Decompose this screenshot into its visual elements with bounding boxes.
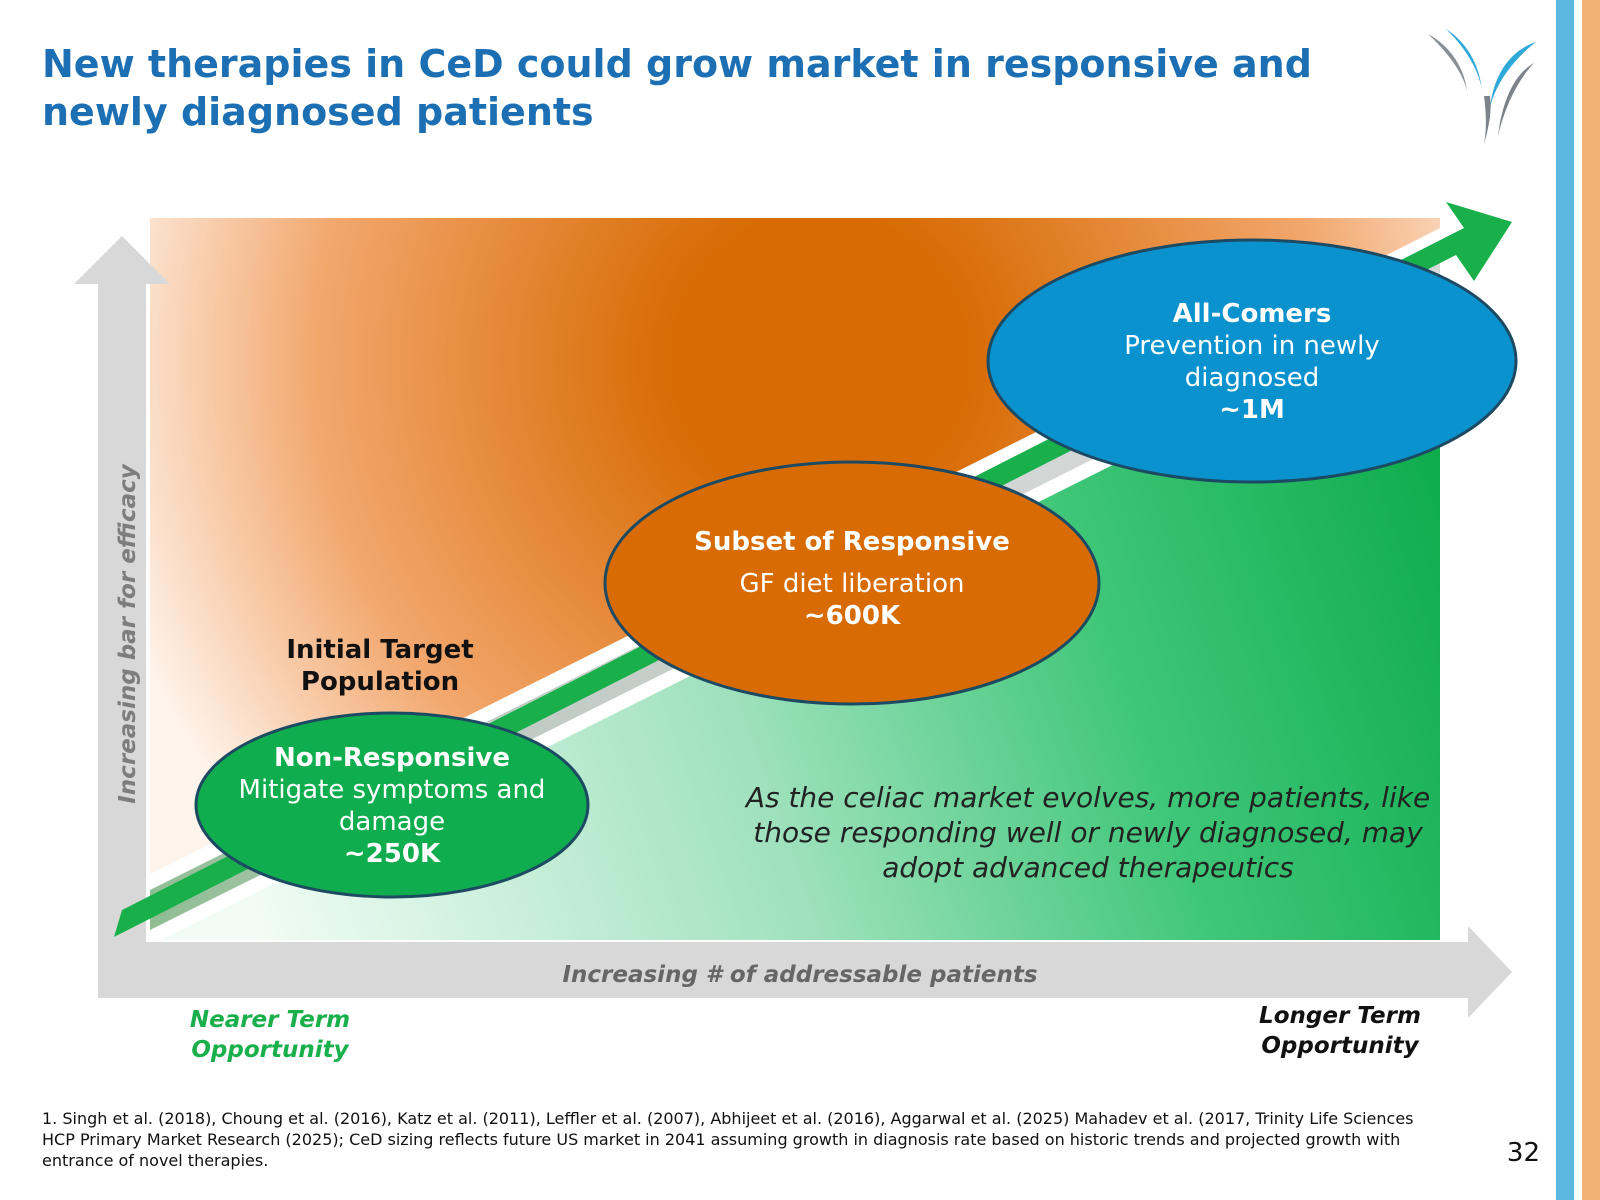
all-comers-text: All-Comers Prevention in newly diagnosed…	[1117, 298, 1387, 426]
x-axis-arrow	[98, 926, 1512, 1018]
side-decoration-stripes	[1556, 0, 1600, 1200]
segment-value: ~250K	[343, 839, 441, 869]
segment-title: Subset of Responsive	[694, 527, 1010, 557]
initial-target-label: Initial Target Population	[286, 635, 474, 697]
y-axis-arrow	[74, 236, 170, 984]
segment-subtitle: GF diet liberation	[739, 569, 965, 599]
nearer-term-label: Nearer Term Opportunity	[189, 1007, 351, 1063]
segment-subtitle: Prevention in newly diagnosed	[1124, 331, 1380, 393]
segment-title: All-Comers	[1172, 299, 1332, 329]
all-comers-segment	[986, 238, 1518, 484]
segment-subtitle: Mitigate symptoms and damage	[238, 775, 546, 837]
non-responsive-text: Non-Responsive Mitigate symptoms and dam…	[222, 742, 562, 870]
x-axis-label: Increasing # of addressable patients	[562, 962, 1038, 988]
subset-responsive-text: Subset of Responsive GF diet liberation …	[652, 526, 1052, 632]
page-title: New therapies in CeD could grow market i…	[42, 42, 1312, 134]
longer-term-label: Longer Term Opportunity	[1259, 1003, 1421, 1059]
side-stripe-gap	[1574, 0, 1582, 1200]
y-axis-label: Increasing bar for efficacy	[115, 464, 141, 804]
side-stripe-orange	[1582, 0, 1600, 1200]
segment-value: ~1M	[1219, 395, 1285, 425]
non-responsive-segment	[194, 711, 590, 899]
subset-responsive-segment	[603, 460, 1101, 706]
side-stripe-blue	[1556, 0, 1574, 1200]
segment-value: ~600K	[803, 601, 901, 631]
footnote: 1. Singh et al. (2018), Choung et al. (2…	[42, 1109, 1414, 1170]
page-number: 32	[1506, 1138, 1540, 1168]
market-evolution-note: As the celiac market evolves, more patie…	[745, 781, 1431, 884]
segment-title: Non-Responsive	[273, 743, 510, 773]
company-logo-icon	[1428, 29, 1536, 144]
